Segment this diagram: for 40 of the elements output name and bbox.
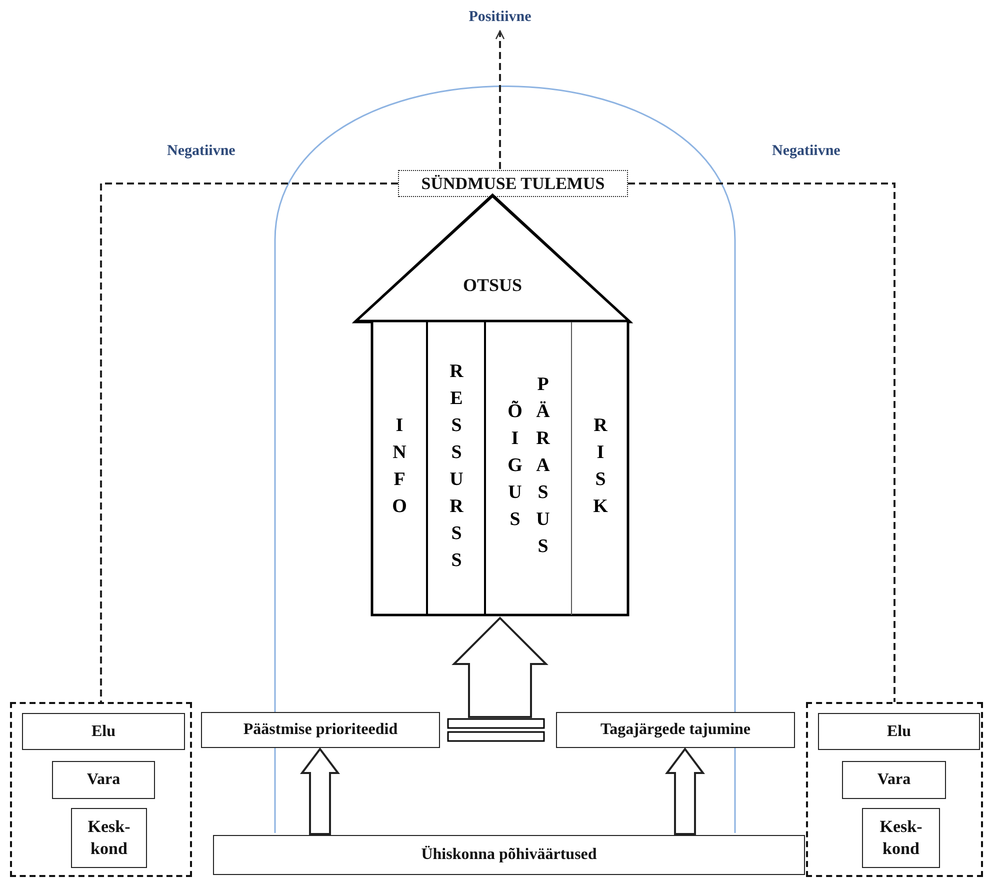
equals-sign-icon: [447, 718, 545, 742]
box-label: Kesk-kond: [86, 816, 132, 860]
pillar-label: PÄRASUS: [532, 374, 554, 563]
dashed-arrow: [495, 30, 505, 169]
pillar-label: RISK: [589, 414, 611, 522]
text-box: [22, 713, 185, 750]
block-arrow: [452, 616, 548, 718]
block-arrow: [300, 747, 340, 835]
dashed-connector: [628, 182, 896, 702]
house-drawing: [352, 193, 632, 617]
box-label: Elu: [90, 722, 116, 742]
dashed-group-box: [806, 702, 983, 877]
text-box: [213, 835, 805, 875]
block-arrow: [665, 747, 705, 835]
edge-label: Negatiivne: [770, 143, 842, 160]
edge-label: Negatiivne: [165, 143, 238, 160]
text-box: [862, 808, 940, 868]
text-box: [818, 713, 980, 750]
box-label: SÜNDMUSE TULEMUS: [420, 172, 606, 194]
box-label: Elu: [886, 722, 912, 742]
box-label: Vara: [86, 770, 122, 790]
roof-label: OTSUS: [462, 275, 524, 296]
box-label: Kesk-kond: [878, 816, 924, 860]
text-box: [201, 712, 440, 748]
pillar-label: INFO: [388, 414, 410, 522]
box-label: Päästmise prioriteedid: [242, 720, 399, 740]
caption-text: Positiivne: [468, 8, 532, 26]
box-label: Ühiskonna põhiväärtused: [420, 844, 598, 865]
outcome-box: [398, 170, 628, 197]
pillar-label: RESSURSS: [445, 360, 467, 576]
pillar-label: ÕIGUS: [504, 401, 526, 536]
dashed-group-box: [10, 702, 192, 877]
text-box: [842, 761, 946, 799]
box-label: Vara: [876, 770, 912, 790]
text-box: [71, 808, 147, 868]
text-box: [52, 761, 155, 799]
dashed-connector: [100, 182, 398, 702]
roof-triangle: [355, 195, 630, 322]
box-label: Tagajärgede tajumine: [599, 720, 752, 740]
text-box: [556, 712, 795, 748]
